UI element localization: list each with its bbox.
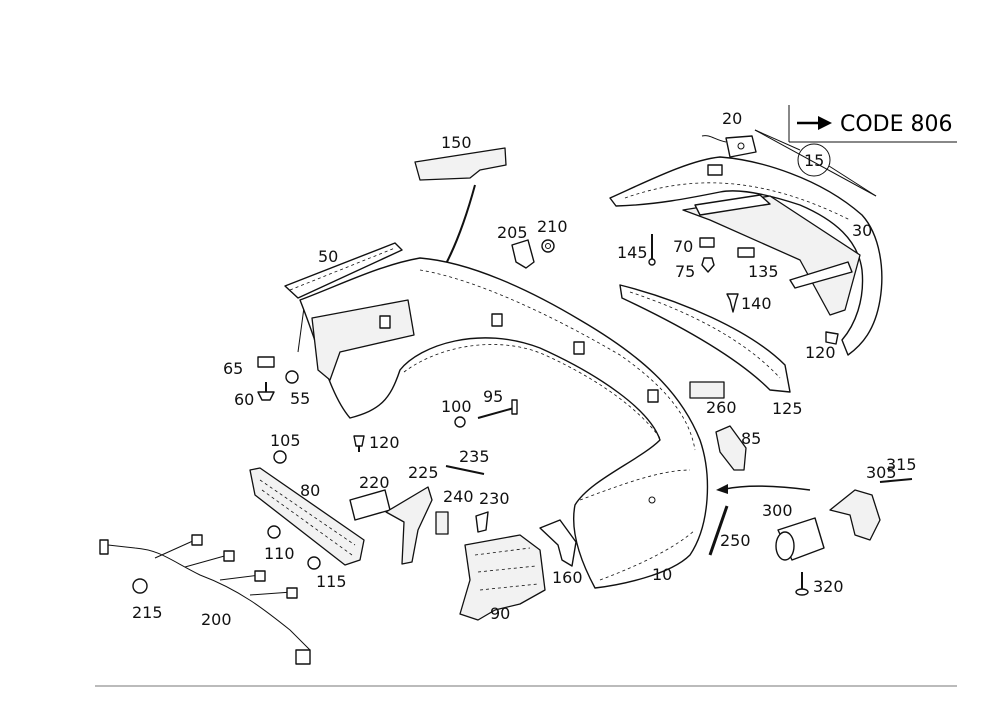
callout-125: 125: [772, 399, 803, 418]
callout-225: 225: [408, 463, 439, 482]
callout-105: 105: [270, 431, 301, 450]
part-105-grommet: [273, 450, 287, 464]
callout-210: 210: [537, 217, 568, 236]
callout-10: 10: [652, 565, 672, 584]
callout-230: 230: [479, 489, 510, 508]
callout-95: 95: [483, 387, 503, 406]
callout-145: 145: [617, 243, 648, 262]
part-205-bracket: [511, 239, 535, 269]
part-110-nut: [267, 525, 281, 539]
callout-260: 260: [706, 398, 737, 417]
callout-150: 150: [441, 133, 472, 152]
callout-200: 200: [201, 610, 232, 629]
callout-300: 300: [762, 501, 793, 520]
part-75-screw: [701, 257, 715, 273]
callout-160: 160: [552, 568, 583, 587]
callout-80: 80: [300, 481, 320, 500]
code-806-box: CODE 806: [788, 105, 957, 143]
part-115-nut: [307, 556, 321, 570]
part-100-washer: [454, 416, 466, 428]
part-200-harness: [99, 534, 311, 665]
callout-15: 15: [804, 151, 824, 170]
part-65-clip: [257, 356, 275, 368]
callout-20: 20: [722, 109, 742, 128]
callout-70: 70: [673, 237, 693, 256]
callout-100: 100: [441, 397, 472, 416]
part-225-bracket: [385, 486, 433, 565]
callout-65: 65: [223, 359, 243, 378]
part-10-bumper: [299, 257, 709, 589]
part-20-sensor: [701, 135, 757, 158]
part-60-clip: [257, 382, 275, 401]
part-160: [539, 519, 577, 567]
callout-75: 75: [675, 262, 695, 281]
part-140-clip: [726, 293, 739, 313]
part-150: [414, 147, 507, 181]
part-230-clip: [475, 511, 489, 533]
part-120-clip-left: [353, 435, 365, 452]
callout-215: 215: [132, 603, 163, 622]
callout-120-left: 120: [369, 433, 400, 452]
part-50-bracket: [284, 242, 403, 299]
callout-135: 135: [748, 262, 779, 281]
callout-320: 320: [813, 577, 844, 596]
part-300-exhaust: [775, 517, 825, 561]
callout-140: 140: [741, 294, 772, 313]
part-145-pin: [648, 234, 656, 266]
part-315-pin: [879, 478, 913, 483]
callout-120-right: 120: [805, 343, 836, 362]
part-215-sensor: [132, 578, 148, 594]
code-806-label: CODE 806: [840, 112, 953, 137]
callout-250: 250: [720, 531, 751, 550]
callout-115: 115: [316, 572, 347, 591]
part-95-rod: [477, 399, 518, 419]
callout-305: 305: [866, 463, 897, 482]
part-30-diffuser: [609, 156, 883, 356]
callout-240: 240: [443, 487, 474, 506]
part-220-pad: [349, 489, 391, 521]
callout-50: 50: [318, 247, 338, 266]
part-260: [689, 381, 725, 399]
part-135-block: [737, 247, 755, 258]
part-55-nut: [285, 370, 299, 384]
callout-55: 55: [290, 389, 310, 408]
callout-90: 90: [490, 604, 510, 623]
part-70-clip: [699, 237, 715, 248]
part-80-bracket: [249, 467, 365, 566]
callout-15-group: [754, 129, 877, 197]
part-90-bracket: [459, 534, 546, 621]
callout-315: 315: [886, 455, 917, 474]
callout-220: 220: [359, 473, 390, 492]
part-305-bracket: [829, 489, 881, 541]
callout-235: 235: [459, 447, 490, 466]
callout-60: 60: [234, 390, 254, 409]
part-85: [715, 425, 747, 471]
part-320-screw: [795, 572, 809, 596]
callout-110: 110: [264, 544, 295, 563]
part-240-block: [435, 511, 449, 535]
part-250-rod: [708, 505, 729, 556]
callout-30: 30: [852, 221, 872, 240]
callout-85: 85: [741, 429, 761, 448]
part-235-rod: [445, 465, 485, 475]
part-125-strip: [619, 284, 791, 393]
part-210-grommet: [541, 239, 555, 253]
callout-205: 205: [497, 223, 528, 242]
part-120-clip-right: [825, 331, 839, 345]
arrow-right-icon: [797, 116, 832, 130]
